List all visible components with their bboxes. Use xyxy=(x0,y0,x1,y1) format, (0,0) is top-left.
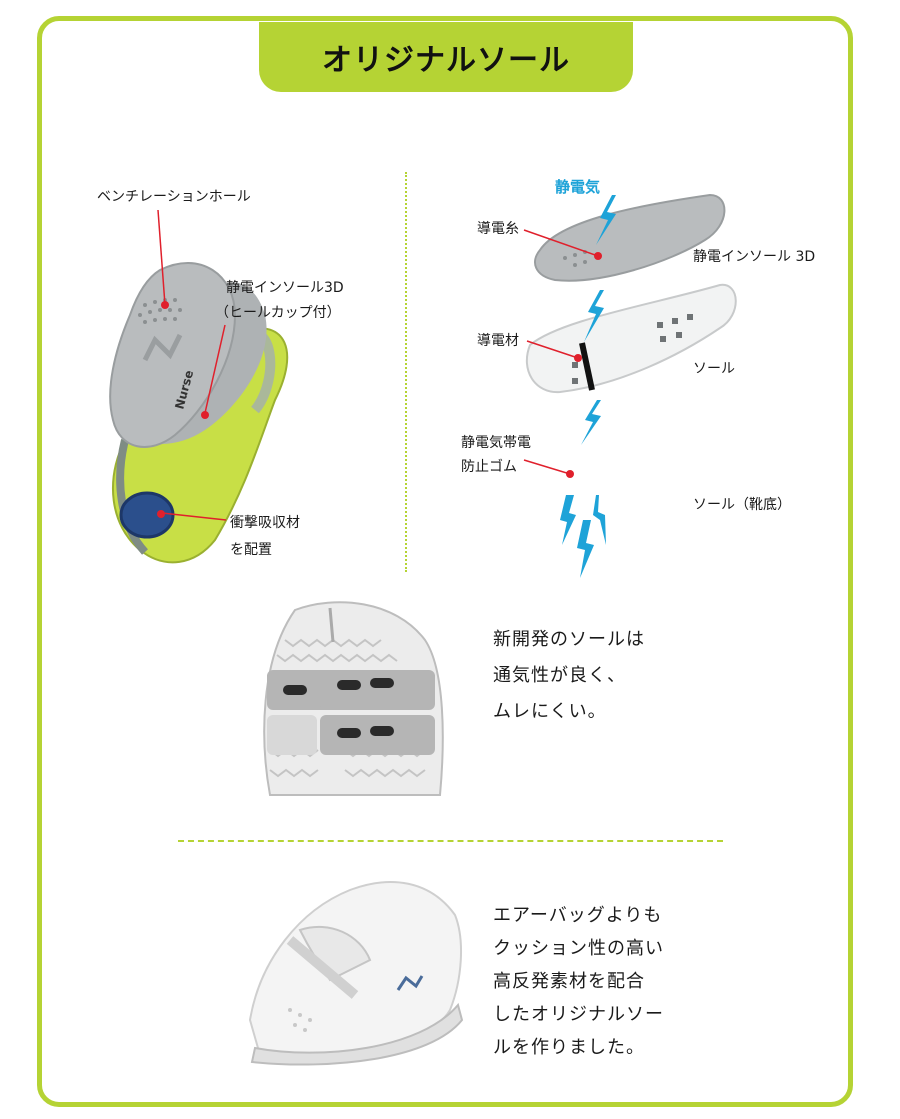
shock-absorber-label: 衝撃吸収材 xyxy=(230,515,300,531)
sole-description-line-3: ムレにくい。 xyxy=(493,701,607,722)
vertical-divider xyxy=(405,172,407,572)
insole-3d-label: 静電インソール3D xyxy=(226,280,344,296)
shoe-description-line-2: クッション性の高い xyxy=(493,938,664,959)
shoe-illustration xyxy=(248,881,464,1066)
conductive-material-label: 導電材 xyxy=(477,333,519,349)
antistatic-rubber-label-2: 防止ゴム xyxy=(461,459,517,475)
title-banner: オリジナルソール xyxy=(259,22,633,92)
conductive-thread-label: 導電糸 xyxy=(477,221,519,237)
page-title: オリジナルソール xyxy=(322,43,570,78)
insole-illustration: Nurse xyxy=(109,261,289,564)
shock-placement-label: を配置 xyxy=(230,542,272,558)
lightning-bolts xyxy=(560,195,616,578)
sole-description-line-2: 通気性が良く、 xyxy=(493,665,626,686)
sole-description-line-1: 新開発のソールは xyxy=(493,629,645,650)
conductive-strip xyxy=(579,342,595,391)
heel-cup-label: （ヒールカップ付） xyxy=(215,305,341,321)
shoe-description-line-1: エアーバッグよりも xyxy=(493,905,663,926)
horizontal-divider xyxy=(178,840,723,842)
shoe-description-line-3: 高反発素材を配合 xyxy=(493,971,645,992)
ventilation-hole-label: ベンチレーションホール xyxy=(97,189,251,205)
static-electricity-label: 静電気 xyxy=(555,178,601,196)
insole-3d-right-label: 静電インソール 3D xyxy=(693,249,816,265)
antistatic-rubber-label-1: 静電気帯電 xyxy=(461,435,531,451)
shoe-description-line-4: したオリジナルソー xyxy=(493,1004,664,1025)
outsole-label: ソール（靴底） xyxy=(693,497,791,513)
static-insole xyxy=(534,193,726,282)
shoe-description-line-5: ルを作りました。 xyxy=(493,1037,645,1058)
sole-label: ソール xyxy=(693,361,735,377)
static-midsole xyxy=(525,283,737,394)
outsole-illustration xyxy=(263,601,444,796)
